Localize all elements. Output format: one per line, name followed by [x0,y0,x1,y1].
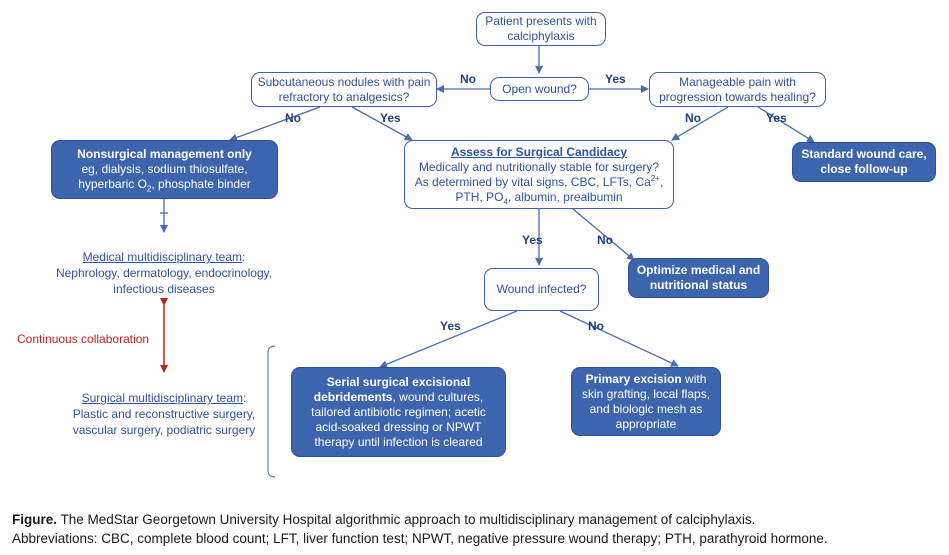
figure-caption: Figure. The MedStar Georgetown Universit… [12,510,942,529]
assess-2a: As determined by vital signs, CBC, LFTs,… [414,174,651,189]
continuous-collaboration-label: Continuous collaboration [17,332,150,346]
assess-line-3: PTH, PO4, albumin, prealbumin [455,189,623,206]
assess-3b: , albumin, prealbumin [507,189,623,204]
medical-team-title: Medical multidisciplinary team [82,250,243,264]
arrow-pain-yes [757,106,815,143]
surgical-team-colon: : [243,391,247,405]
assess-surgical-candidacy-node: Assess for Surgical Candidacy Medically … [404,140,674,209]
nonsurgical-body-2b: , phosphate binder [151,177,251,191]
medical-team-heading: Medical multidisciplinary team: [44,249,284,265]
nonsurgical-body-2-sub: 2 [146,184,152,194]
nodules-text: Subcutaneous nodules with pain refractor… [257,74,431,104]
label-yes-open-wound: Yes [605,72,626,86]
nonsurgical-body-2a: hyperbaric O [78,177,147,191]
label-no-pain: No [685,111,701,125]
nodules-node: Subcutaneous nodules with pain refractor… [251,72,437,107]
nonsurgical-management-node: Nonsurgical management only eg, dialysis… [51,140,278,199]
standard-wound-care-text: Standard wound care, close follow-up [801,147,927,176]
assess-2-sup: 2+ [650,173,660,183]
surgical-team: Surgical multidisciplinary team: Plastic… [54,390,274,438]
arrow-nodules-no [229,106,321,142]
assess-title: Assess for Surgical Candidacy [450,144,628,159]
arrow-infected-yes [379,310,518,369]
optimize-status-node: Optimize medical and nutritional status [628,258,769,298]
arrow-infected-no [559,310,679,367]
wound-infected-node: Wound infected? [484,268,599,311]
assess-3-sub: 4 [503,196,508,206]
medical-team-colon: : [242,250,246,264]
nonsurgical-title: Nonsurgical management only [77,147,252,161]
patient-presents-text: Patient presents with calciphylaxis [485,14,597,43]
nonsurgical-body-line-1: eg, dialysis, sodium thiosulfate, [81,162,248,176]
open-wound-node: Open wound? [490,77,589,101]
serial-debridements-title: Serial surgical excisional debridements [313,374,471,404]
surgical-team-heading: Surgical multidisciplinary team: [54,390,274,406]
serial-debridements-node: Serial surgical excisional debridements,… [291,367,506,457]
manageable-pain-node: Manageable pain with progression towards… [649,72,826,107]
abbreviations-caption: Abbreviations: CBC, complete blood count… [12,531,828,546]
primary-excision-body: with skin grafting, local flaps, and bio… [581,371,711,431]
assess-2b: , [659,174,664,189]
surgical-team-members: Plastic and reconstructive surgery, vasc… [72,407,256,437]
assess-line-2: As determined by vital signs, CBC, LFTs,… [414,173,664,190]
optimize-status-text: Optimize medical and nutritional status [636,263,761,292]
primary-excision-title: Primary excision [585,371,682,386]
nonsurgical-body-line-2: hyperbaric O2, phosphate binder [78,177,251,194]
medical-team-members: Nephrology, dermatology, endocrinology, … [55,266,273,296]
label-yes-nodules: Yes [380,111,401,125]
label-no-nodules: No [285,111,301,125]
label-yes-infected: Yes [440,319,461,333]
label-yes-pain: Yes [766,111,787,125]
assess-3a: PTH, PO [455,189,504,204]
label-no-open-wound: No [460,72,476,86]
open-wound-text: Open wound? [502,81,577,96]
team-bracket [267,345,276,478]
manageable-pain-text: Manageable pain with progression towards… [659,74,816,104]
arrow-pain-no [671,106,729,141]
label-yes-assess: Yes [522,233,543,247]
label-no-infected: No [588,319,604,333]
assess-line-1: Medically and nutritionally stable for s… [418,159,660,174]
serial-debridements-body: , wound cultures, tailored antibiotic re… [311,389,486,449]
figure-caption-label: Figure. [12,512,58,527]
patient-presents-node: Patient presents with calciphylaxis [476,12,606,46]
standard-wound-care-node: Standard wound care, close follow-up [792,142,936,182]
surgical-team-title: Surgical multidisciplinary team [81,391,244,405]
wound-infected-text: Wound infected? [496,282,587,296]
arrow-assess-no [572,208,635,261]
arrow-nodules-yes [351,106,413,141]
label-no-assess: No [597,233,613,247]
figure-caption-text: The MedStar Georgetown University Hospit… [57,512,756,527]
primary-excision-node: Primary excision with skin grafting, loc… [571,367,721,436]
medical-team: Medical multidisciplinary team: Nephrolo… [44,249,284,297]
